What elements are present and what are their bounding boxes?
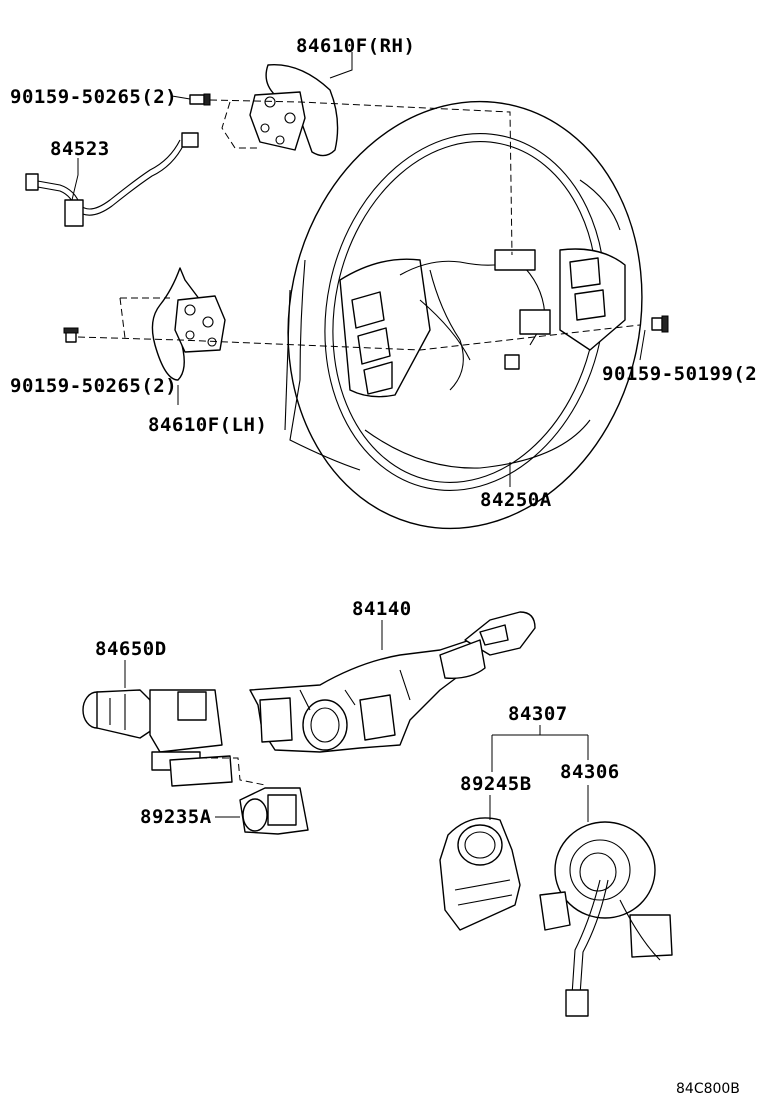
paddle-rh [249, 64, 339, 157]
label-assembly-84307: 84307 [508, 703, 568, 725]
dashed-guides-top [77, 99, 641, 351]
screw-wheel [651, 315, 669, 333]
label-wire-harness: 84523 [50, 138, 110, 160]
assembly-84307-bracket [489, 725, 589, 822]
label-sensor-89245b: 89245B [460, 773, 532, 795]
label-paddle-lh: 84610F(LH) [148, 414, 267, 436]
label-combination-switch: 84140 [352, 598, 412, 620]
leader-lines-top [71, 52, 646, 487]
screw-lh-paddle [63, 327, 79, 343]
label-steering-pad-switch: 84250A [480, 489, 552, 511]
dashed-guides-bottom [200, 757, 266, 786]
diagram-code: 84C800B [676, 1081, 740, 1097]
leader-lines-bottom [124, 620, 383, 818]
label-switch-89235a: 89235A [140, 806, 212, 828]
label-screw-rh-paddle: 90159-50265(2) [10, 86, 177, 108]
spiral-cable [539, 821, 673, 1017]
label-wiper-switch: 84650D [95, 638, 167, 660]
label-paddle-rh: 84610F(RH) [296, 35, 415, 57]
sensor-89245b [439, 817, 521, 931]
label-spiral-cable: 84306 [560, 761, 620, 783]
steering-wheel [284, 100, 643, 530]
steering-pad-switch [339, 248, 626, 398]
label-screw-lh-paddle: 90159-50265(2) [10, 375, 177, 397]
switch-89235a [239, 787, 309, 835]
screw-rh-paddle [189, 93, 211, 106]
label-screw-wheel: 90159-50199(2) [602, 363, 760, 385]
wiper-switch [82, 689, 233, 787]
combination-switch [249, 611, 536, 753]
wire-harness [25, 132, 199, 227]
paddle-lh [151, 267, 226, 381]
